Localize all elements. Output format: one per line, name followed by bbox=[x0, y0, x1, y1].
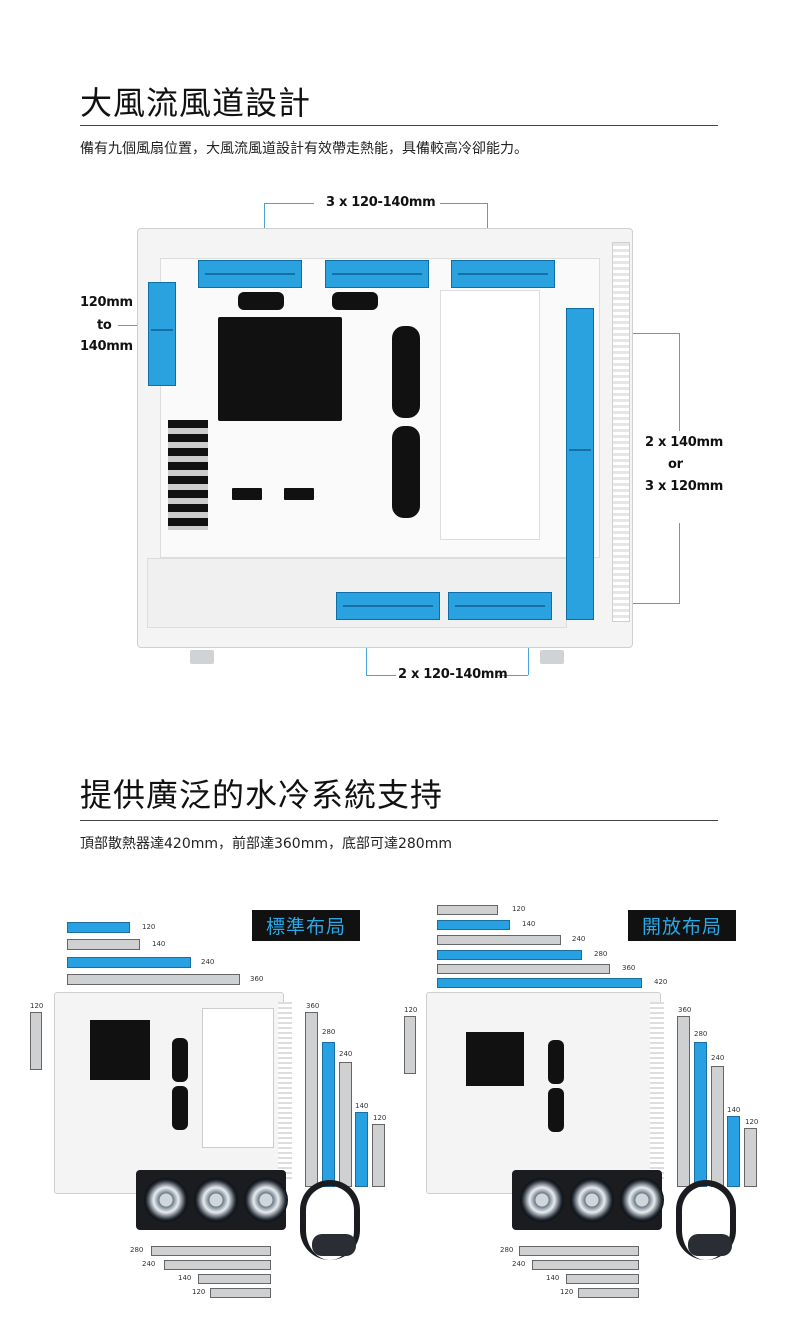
label-right-line2: or bbox=[668, 457, 683, 472]
bottom-fan-1 bbox=[336, 592, 440, 620]
top-fan-3 bbox=[451, 260, 555, 288]
section2-subtitle: 頂部散熱器達420mm，前部達360mm，底部可達280mm bbox=[80, 836, 452, 852]
airflow-diagram: 3 x 120-140mm 120mm to 140mm 2 x 140mm o… bbox=[0, 180, 800, 700]
standard-layout-badge: 標準布局 bbox=[252, 910, 361, 941]
section1-divider bbox=[80, 125, 718, 126]
open-layout-badge: 開放布局 bbox=[628, 910, 737, 941]
label-left-line3: 140mm bbox=[80, 339, 133, 354]
label-right-line3: 3 x 120mm bbox=[645, 479, 724, 494]
label-left-line2: to bbox=[97, 318, 112, 333]
cutout bbox=[218, 317, 342, 421]
standard-layout-diagram: 標準布局 120 140 240 360 120 360 280 240 140… bbox=[0, 880, 400, 1320]
open-layout-diagram: 開放布局 120 140 240 280 360 420 120 360 280… bbox=[404, 905, 759, 1298]
section1-title: 大風流風道設計 bbox=[80, 84, 312, 122]
top-fan-1 bbox=[198, 260, 302, 288]
front-fan-column bbox=[566, 308, 594, 620]
bottom-fan-2 bbox=[448, 592, 552, 620]
section1-subtitle: 備有九個風扇位置，大風流風道設計有效帶走熱能，具備較高冷卻能力。 bbox=[80, 141, 528, 157]
section2-divider bbox=[80, 820, 718, 821]
rear-fan bbox=[148, 282, 176, 386]
label-top-fans: 3 x 120-140mm bbox=[326, 195, 436, 210]
label-bottom-fans: 2 x 120-140mm bbox=[398, 667, 508, 682]
label-left-line1: 120mm bbox=[80, 295, 133, 310]
label-right-line1: 2 x 140mm bbox=[645, 435, 724, 450]
section2-title: 提供廣泛的水冷系統支持 bbox=[80, 776, 444, 814]
top-fan-2 bbox=[325, 260, 429, 288]
